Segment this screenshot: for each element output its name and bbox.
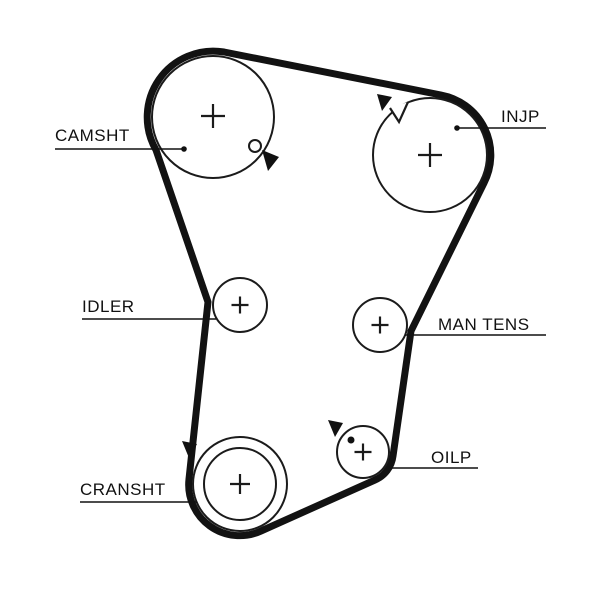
man-tens-pulley-circle xyxy=(352,297,408,353)
camsht-pulley-circle xyxy=(151,55,275,179)
cransht-pulley xyxy=(192,436,288,532)
label-man-tens: MAN TENS xyxy=(438,315,530,334)
idler-pulley-circle xyxy=(212,277,268,333)
timing-belt xyxy=(143,47,495,540)
label-injp-group: INJP xyxy=(454,107,546,131)
label-oilp-group: OILP xyxy=(391,448,478,469)
cransht-pulley-inner-circle xyxy=(203,447,277,521)
label-oilp: OILP xyxy=(431,448,472,467)
oilp-dot-marker xyxy=(347,436,355,444)
injp-arrow-icon xyxy=(377,94,392,111)
label-camsht-dot xyxy=(181,146,187,152)
oilp-pulley xyxy=(336,425,390,479)
injp-pulley-circle xyxy=(372,97,488,213)
camsht-pulley xyxy=(151,55,275,179)
label-camsht: CAMSHT xyxy=(55,126,130,145)
camsht-arrow-icon xyxy=(262,150,279,171)
oilp-pulley-circle xyxy=(336,425,390,479)
man-tens-pulley xyxy=(352,297,408,353)
oilp-arrow-icon xyxy=(328,420,343,437)
injp-timing-notch xyxy=(389,101,410,125)
cransht-arrow-icon xyxy=(182,441,197,458)
label-cransht: CRANSHT xyxy=(80,480,166,499)
cransht-pulley-outer-circle xyxy=(192,436,288,532)
label-man-tens-group: MAN TENS xyxy=(405,315,546,336)
idler-pulley xyxy=(212,277,268,333)
label-idler: IDLER xyxy=(82,297,135,316)
label-camsht-group: CAMSHT xyxy=(55,126,187,152)
label-cransht-group: CRANSHT xyxy=(80,480,197,503)
label-injp: INJP xyxy=(501,107,540,126)
camsht-timing-ring-marker xyxy=(248,139,262,153)
label-injp-dot xyxy=(454,125,460,131)
label-idler-group: IDLER xyxy=(82,297,216,320)
injp-pulley xyxy=(372,97,488,213)
